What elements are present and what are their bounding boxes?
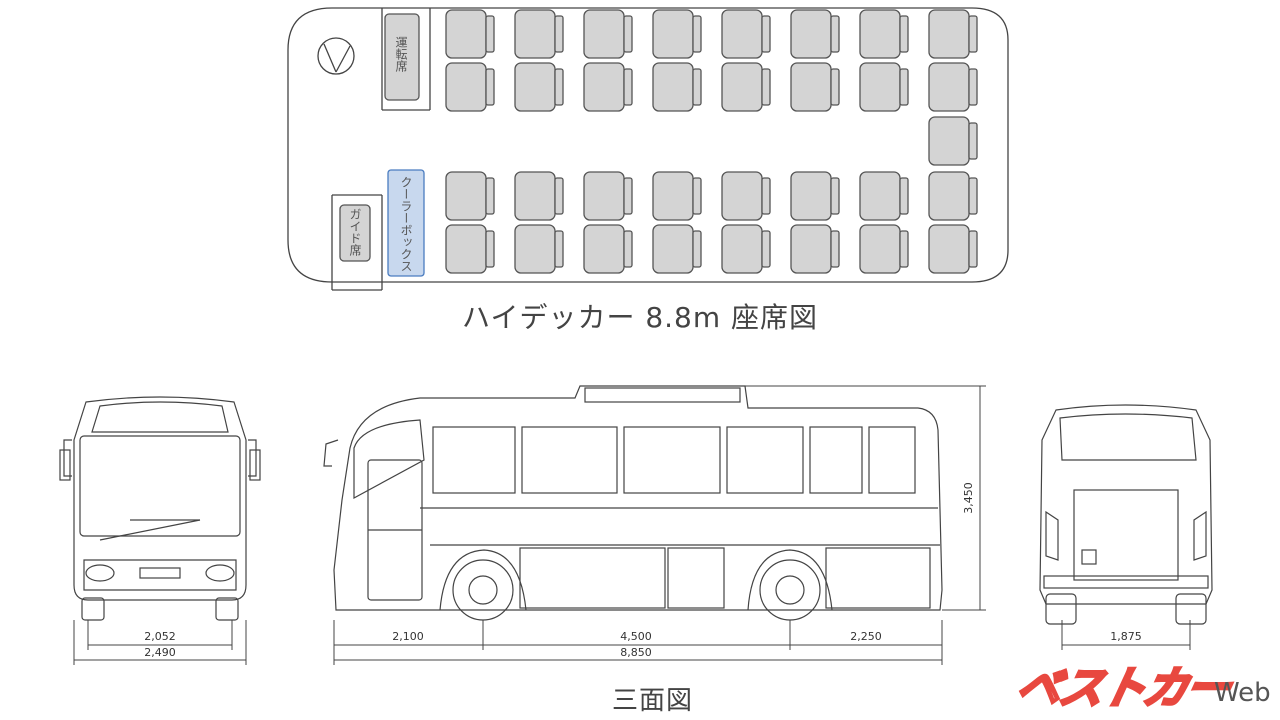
passenger-seats	[445, 9, 978, 274]
passenger-seat	[583, 224, 633, 274]
passenger-seat	[652, 62, 702, 112]
passenger-seat	[721, 224, 771, 274]
passenger-seat	[583, 171, 633, 221]
side-view	[323, 385, 943, 621]
driver-seat-label: 運転席	[394, 36, 408, 72]
rear-track-dim: 1,875	[1110, 630, 1142, 643]
passenger-seat	[859, 171, 909, 221]
passenger-seat	[652, 9, 702, 59]
bestcar-web-logo: ベストカー Web	[1010, 650, 1271, 718]
front-width-dim: 2,490	[144, 646, 176, 659]
passenger-seat	[514, 62, 564, 112]
front-view	[59, 396, 261, 621]
overall-height-dim: 3,450	[962, 482, 975, 514]
passenger-seat	[445, 62, 495, 112]
passenger-seat	[721, 62, 771, 112]
passenger-seat	[790, 171, 840, 221]
logo-main-text: ベストカー	[1010, 662, 1235, 716]
passenger-seat	[514, 9, 564, 59]
passenger-seat	[721, 171, 771, 221]
passenger-seat	[859, 224, 909, 274]
dimension-lines	[73, 385, 1191, 665]
passenger-seat	[445, 224, 495, 274]
passenger-seat	[652, 224, 702, 274]
seat-chart	[287, 7, 1009, 291]
rear-view	[1039, 404, 1213, 625]
front-overhang-dim: 2,100	[392, 630, 424, 643]
passenger-seat	[514, 224, 564, 274]
passenger-seat	[445, 9, 495, 59]
passenger-seat	[445, 171, 495, 221]
passenger-seat	[859, 62, 909, 112]
guide-seat	[339, 204, 371, 262]
rear-seat	[928, 171, 978, 221]
three-view-title: 三面図	[612, 686, 694, 716]
passenger-seat	[859, 9, 909, 59]
rear-overhang-dim: 2,250	[850, 630, 882, 643]
seat-chart-title: ハイデッカー 8.8m 座席図	[462, 301, 819, 334]
passenger-seat	[652, 171, 702, 221]
cooler-box	[387, 169, 425, 277]
steering-wheel-icon	[317, 37, 355, 75]
rear-seat	[928, 9, 978, 59]
passenger-seat	[790, 62, 840, 112]
passenger-seat	[790, 224, 840, 274]
rear-seat	[928, 224, 978, 274]
overall-length-dim: 8,850	[620, 646, 652, 659]
cooler-box-label: クーラーボックス	[399, 176, 413, 272]
passenger-seat	[583, 9, 633, 59]
front-track-dim: 2,052	[144, 630, 176, 643]
passenger-seat	[721, 9, 771, 59]
rear-seat	[928, 116, 978, 166]
rear-seat	[928, 62, 978, 112]
passenger-seat	[583, 62, 633, 112]
passenger-seat	[514, 171, 564, 221]
passenger-seat	[790, 9, 840, 59]
logo-web-text: Web	[1214, 678, 1271, 708]
wheelbase-dim: 4,500	[620, 630, 652, 643]
guide-seat-label: ガイド席	[348, 208, 362, 256]
driver-seat	[384, 13, 420, 101]
